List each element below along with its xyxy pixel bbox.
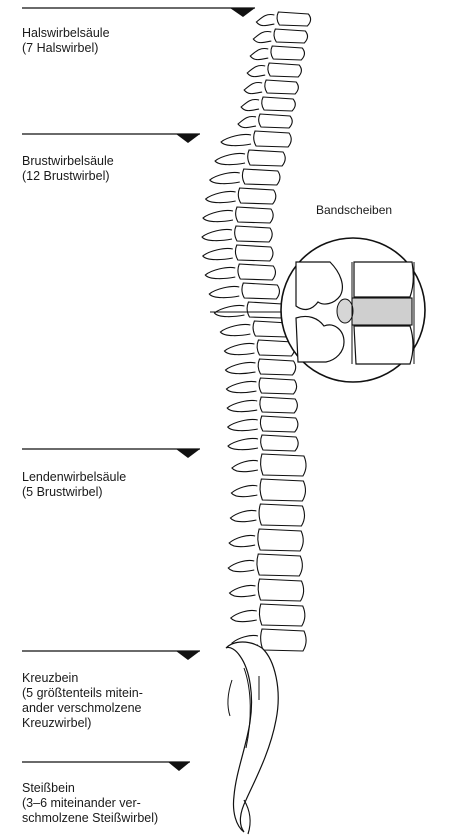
intervertebral-disc [352, 298, 412, 325]
vertebra-body [242, 283, 280, 299]
label-coccyx-line: (3–6 miteinander ver- [22, 796, 158, 811]
label-thoracic-line: Brustwirbelsäule [22, 154, 114, 169]
label-sacrum-line: Kreuzwirbel) [22, 716, 143, 731]
vertebra-body [271, 46, 305, 60]
vertebra-body [261, 454, 307, 476]
vertebra-body [261, 629, 307, 651]
vertebra-process [247, 65, 265, 76]
vertebra-process [231, 610, 257, 621]
vertebra-process [244, 82, 262, 93]
vertebra-body [247, 302, 285, 318]
label-coccyx-line: schmolzene Steißwirbel) [22, 811, 158, 826]
vertebra-body [235, 245, 273, 261]
vertebra-process [232, 460, 258, 471]
vertebra-process [256, 14, 274, 25]
sacrum-shape [226, 642, 278, 832]
vertebra-process [224, 343, 254, 354]
vertebra-process [210, 172, 240, 183]
vertebra-process [203, 248, 233, 259]
vertebra-body [248, 150, 286, 166]
label-cervical: Halswirbelsäule (7 Halswirbel) [22, 26, 110, 56]
vertebra-process [226, 362, 256, 373]
vertebra-process [209, 286, 239, 297]
vertebra-process [214, 305, 244, 316]
vertebra-process [228, 438, 258, 449]
label-thoracic: Brustwirbelsäule (12 Brustwirbel) [22, 154, 114, 184]
label-lumbar-line: (5 Brustwirbel) [22, 485, 126, 500]
label-lumbar: Lendenwirbelsäule (5 Brustwirbel) [22, 470, 126, 500]
coccyx-shape [244, 800, 250, 834]
vertebra-process [241, 99, 259, 110]
label-cervical-line: (7 Halswirbel) [22, 41, 110, 56]
vertebra-body [259, 604, 305, 626]
vertebra-process [215, 153, 245, 164]
label-lumbar-line: Lendenwirbelsäule [22, 470, 126, 485]
vertebra-body [277, 12, 311, 26]
vertebra-process [205, 267, 235, 278]
vertebra-body [259, 504, 305, 526]
vertebra-process [230, 585, 256, 596]
vertebra-body [238, 264, 276, 280]
vertebra-process [250, 48, 268, 59]
inset-label-text: Bandscheiben [316, 203, 392, 217]
divider-thoracic [22, 134, 200, 143]
vertebra-process [238, 116, 256, 127]
divider-sacrum [22, 651, 200, 660]
vertebra-process [203, 210, 233, 221]
vertebra-body [258, 359, 296, 375]
inset-label: Bandscheiben [316, 203, 392, 218]
label-thoracic-line: (12 Brustwirbel) [22, 169, 114, 184]
vertebra-body [254, 131, 292, 147]
vertebra-body [260, 479, 306, 501]
label-cervical-line: Halswirbelsäule [22, 26, 110, 41]
vertebra-body [242, 169, 280, 185]
label-coccyx: Steißbein (3–6 miteinander ver- schmolze… [22, 781, 158, 826]
vertebra-body [268, 63, 302, 77]
vertebra-process [206, 191, 236, 202]
vertebra-body [238, 188, 276, 204]
vertebra-body [259, 114, 293, 128]
divider-coccyx [22, 762, 190, 771]
divider-cervical [22, 8, 255, 17]
vertebra-body [260, 397, 298, 413]
vertebra-process [231, 485, 257, 496]
disc-inset [281, 238, 425, 382]
label-sacrum-line: (5 größtenteils mitein- [22, 686, 143, 701]
vertebra-body [259, 378, 297, 394]
vertebra-body [236, 207, 274, 223]
vertebra-process [228, 419, 258, 430]
vertebra-body [235, 226, 273, 242]
divider-lumbar [22, 449, 200, 458]
vertebra-body [257, 554, 303, 576]
label-sacrum-line: ander verschmolzene [22, 701, 143, 716]
vertebra-body [265, 80, 299, 94]
label-coccyx-line: Steißbein [22, 781, 158, 796]
vertebra-process [202, 229, 232, 240]
vertebra-process [227, 400, 257, 411]
vertebra-body [258, 529, 304, 551]
vertebra-body [258, 579, 304, 601]
vertebra-process [226, 381, 256, 392]
vertebra-process [221, 134, 251, 145]
label-sacrum: Kreuzbein (5 größtenteils mitein- ander … [22, 671, 143, 731]
vertebra-body [274, 29, 308, 43]
vertebra-process [253, 31, 271, 42]
vertebra-body [260, 416, 298, 432]
vertebra-body [261, 435, 299, 451]
vertebra-process [220, 324, 250, 335]
vertebra-process [230, 510, 256, 521]
label-sacrum-line: Kreuzbein [22, 671, 143, 686]
vertebra-process [229, 535, 255, 546]
vertebra-process [228, 560, 254, 571]
vertebra-body [262, 97, 296, 111]
